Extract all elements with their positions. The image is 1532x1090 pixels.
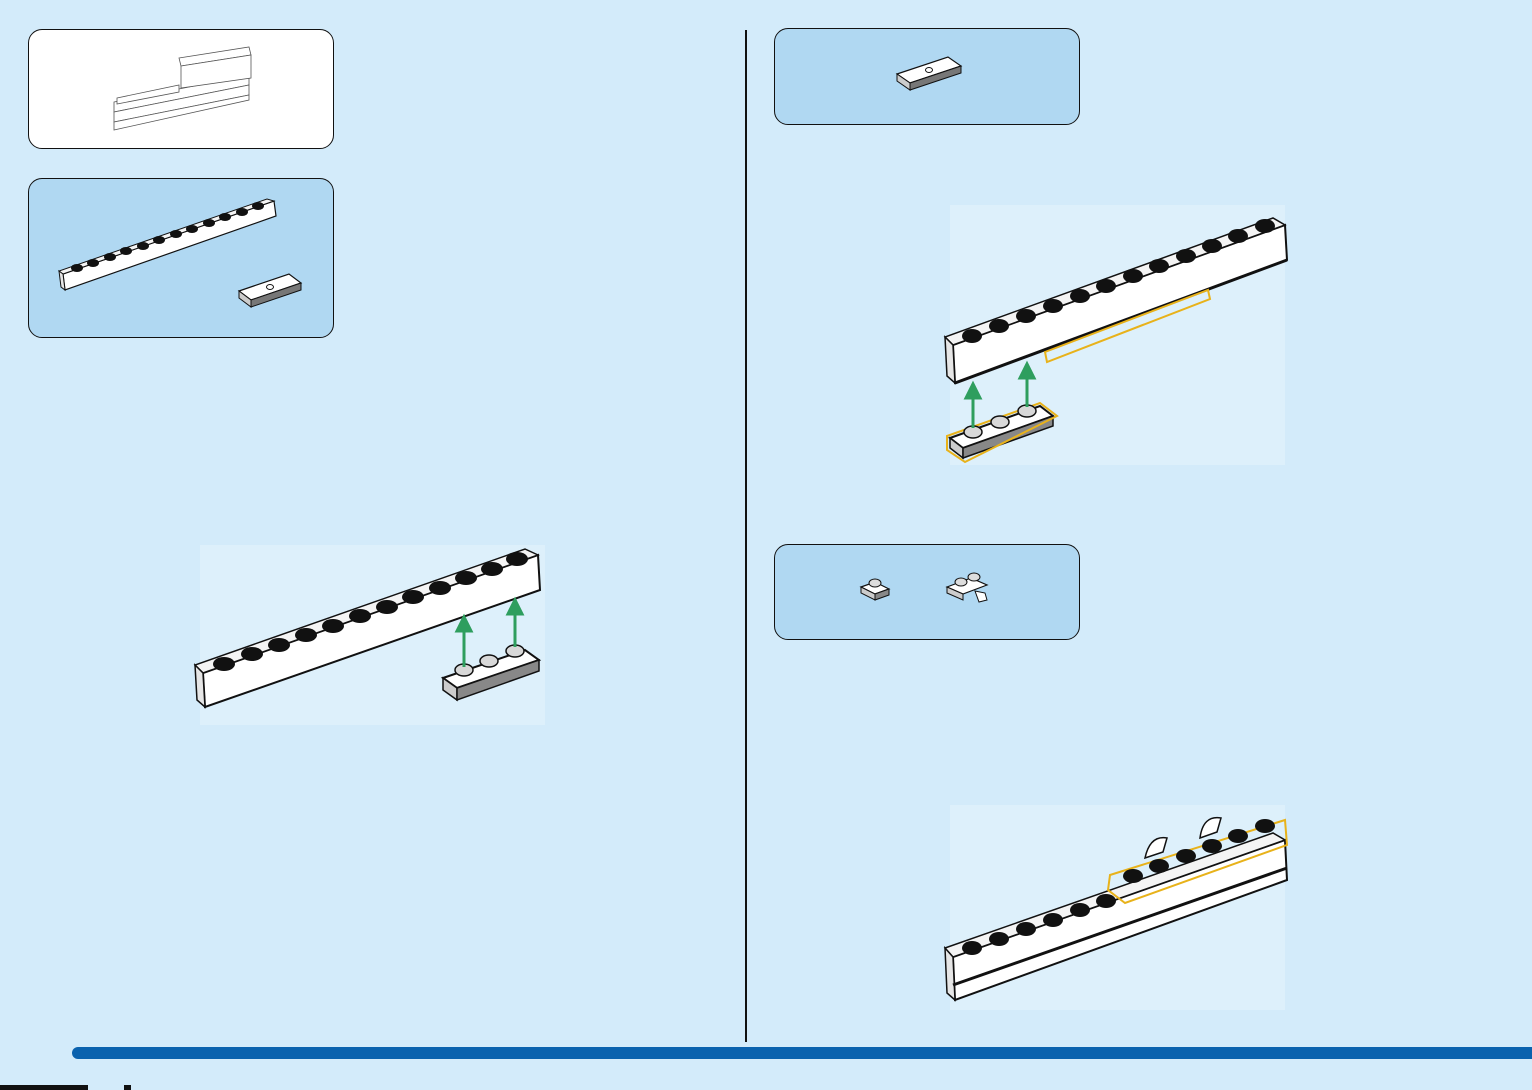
parts-callout-step2 <box>774 28 1080 125</box>
model-preview-box <box>28 29 334 149</box>
tile-1x3-part-step2 <box>775 29 1081 126</box>
page-number-bar <box>0 1085 88 1090</box>
page-divider <box>745 30 747 1042</box>
page-mark <box>124 1085 131 1090</box>
step1-assembly-illustration <box>195 535 555 735</box>
parts-callout-step1 <box>28 178 334 338</box>
tile-1x3-part <box>29 179 335 339</box>
step2-assembly-illustration <box>945 200 1290 470</box>
model-preview-illustration <box>29 30 335 150</box>
parts-callout-step3 <box>774 544 1080 640</box>
plate-with-clip-part <box>775 545 1081 641</box>
step3-assembly-illustration <box>945 800 1290 1015</box>
bottom-page-bar <box>72 1047 1532 1059</box>
